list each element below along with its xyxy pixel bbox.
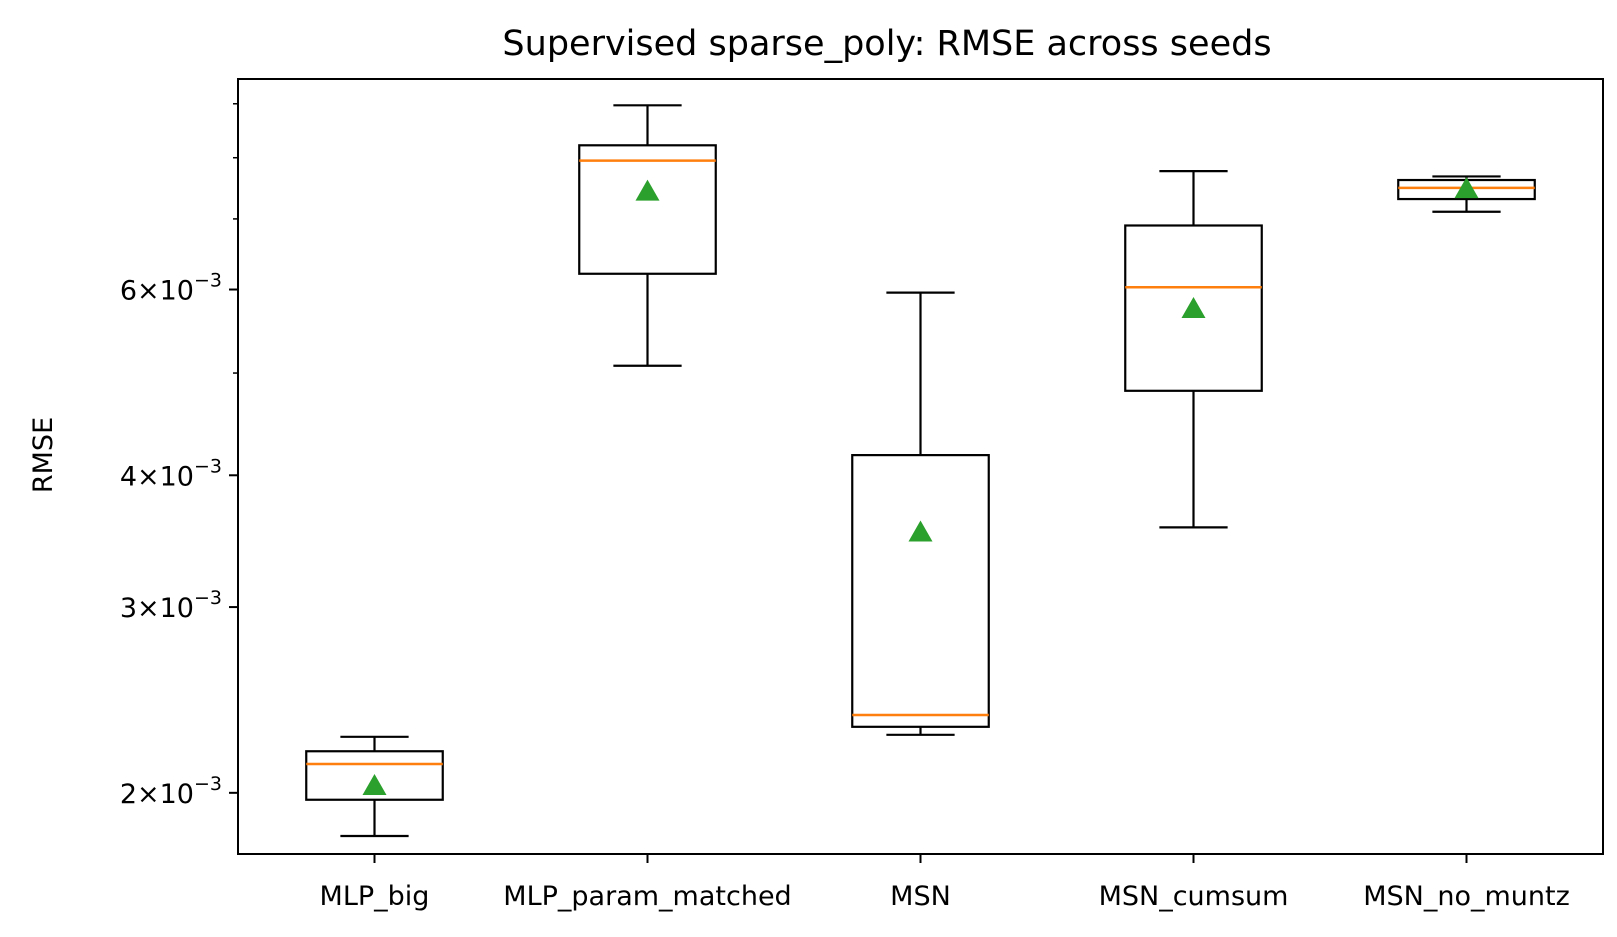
mean-marker — [1454, 177, 1479, 199]
mean-marker — [362, 774, 387, 796]
mean-marker — [908, 520, 933, 542]
box-iqr — [305, 750, 444, 801]
y-tick-coefficient: 6 — [120, 276, 137, 307]
y-axis-label: RMSE — [28, 417, 59, 493]
y-tick-exponent: −3 — [194, 587, 222, 609]
y-tick-exponent: −3 — [194, 270, 222, 292]
y-tick-label: 4×10−3 — [120, 455, 222, 492]
box-iqr — [578, 144, 717, 275]
plot-frame — [237, 78, 1604, 855]
y-tick-label: 3×10−3 — [120, 587, 222, 624]
x-axis-ticks: MLP_big MLP_param_matched MSN MSN_cumsum MSN… — [320, 854, 1570, 912]
y-axis-ticks: 2×10−3 3×10−3 4×10−3 6×10−3 — [120, 103, 238, 810]
chart-marks — [305, 104, 1536, 838]
box-group-mlp-param-matched — [578, 104, 717, 367]
y-tick-coefficient: 3 — [120, 593, 137, 624]
x-tick-label: MLP_big — [320, 881, 430, 912]
x-tick-label: MSN_cumsum — [1099, 881, 1289, 912]
box-group-msn-cumsum — [1124, 169, 1263, 529]
box-group-mlp-big — [305, 735, 444, 838]
y-tick-coefficient: 4 — [120, 461, 137, 492]
x-tick-label: MLP_param_matched — [503, 881, 791, 912]
mean-marker — [1181, 297, 1206, 319]
mean-marker — [635, 179, 660, 201]
y-tick-label: 6×10−3 — [120, 270, 222, 307]
chart-title: Supervised sparse_poly: RMSE across seed… — [502, 24, 1271, 64]
box-iqr — [1124, 224, 1263, 392]
y-tick-exponent: −3 — [194, 773, 222, 795]
x-tick-label: MSN_no_muntz — [1363, 881, 1570, 912]
y-tick-label: 2×10−3 — [120, 773, 222, 810]
x-tick-label: MSN — [890, 881, 951, 912]
y-tick-coefficient: 2 — [120, 779, 137, 810]
box-group-msn — [851, 291, 990, 736]
box-group-msn-no-muntz — [1397, 175, 1536, 213]
box-iqr — [851, 454, 990, 728]
y-tick-exponent: −3 — [194, 455, 222, 477]
